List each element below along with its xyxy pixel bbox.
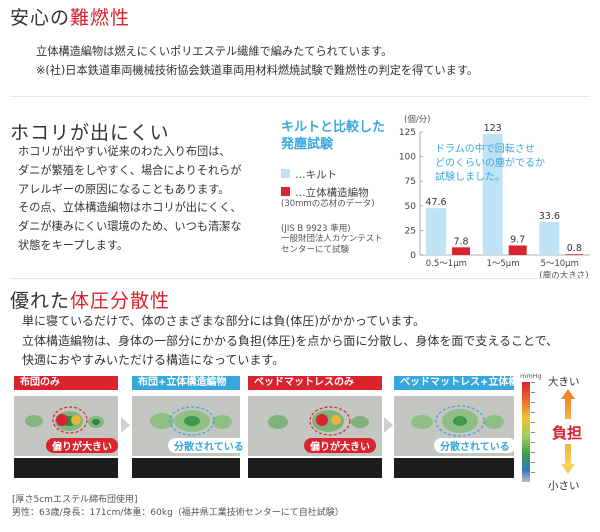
pressure-color-scale bbox=[522, 382, 530, 482]
chart-unit-label: (個/分) bbox=[404, 114, 431, 125]
pressure-title-a: 優れた bbox=[10, 290, 71, 312]
x-category-label: 5～10μm bbox=[540, 259, 578, 269]
pressure-map-mattress-only: 偏りが大きい bbox=[248, 396, 382, 456]
bar-quilt bbox=[539, 221, 560, 255]
bar-structure bbox=[452, 247, 470, 255]
test-note-line-1: [厚さ5cmエステル綿布団使用] bbox=[12, 495, 138, 505]
arrow-2 bbox=[384, 417, 393, 433]
pressure-map-mattress-structure: 分散されている bbox=[394, 396, 516, 456]
section-flame-title-a: 安心の bbox=[10, 7, 71, 29]
section-flame-title-b: 難燃性 bbox=[70, 7, 131, 29]
legend-structure-swatch bbox=[281, 187, 290, 196]
arrow-up-shaft bbox=[565, 399, 571, 419]
bar-structure bbox=[508, 245, 527, 255]
arrow-1 bbox=[121, 417, 130, 433]
scale-low-label: 小さい bbox=[548, 480, 580, 492]
org-line-1: 一般財団法人カケンテスト bbox=[281, 234, 383, 244]
x-category-label: 1～5μm bbox=[486, 259, 519, 269]
section-pressure-title: 優れた体圧分散性 bbox=[10, 286, 170, 313]
annotation-line-1: ドラムの中で回転させ bbox=[435, 142, 535, 155]
y-tick-label: 25 bbox=[405, 226, 416, 236]
section-pressure-body: 単に寝ているだけで、体のさまざまな部分には負(体圧)がかかっています。 立体構造… bbox=[22, 312, 558, 371]
section-flame-body: 立体構造編物は燃えにくいポリエステル繊維で編みたてられています。 ※(社)日本鉄… bbox=[36, 43, 478, 80]
dust-line-1: ホコリが出やすい従来のわた入り布団は、 bbox=[18, 145, 231, 158]
tag-futon-structure: 分散されている bbox=[168, 438, 250, 453]
dust-line-5: ダニが棲みにくい環境のため、いつも清潔な bbox=[18, 220, 242, 234]
banner-futon-structure: 布団+立体構造編物 bbox=[132, 376, 240, 390]
tag-mattress-only: 偏りが大きい bbox=[304, 438, 376, 453]
legend-quilt-label: …キルト bbox=[295, 169, 338, 181]
bar-quilt bbox=[426, 208, 446, 255]
x-category-label: 0.5～1μm bbox=[426, 259, 467, 269]
chart-xlabel: (塵の大きさ) bbox=[539, 270, 588, 281]
chart-title-line-1: キルトと比較した bbox=[281, 120, 386, 135]
profile-strip-2 bbox=[132, 458, 240, 478]
section-dust-body: ホコリが出やすい従来のわた入り布団は、 ダニが繁殖をしやすく、場合によりそれらが… bbox=[18, 143, 242, 256]
scale-unit: mmHg bbox=[520, 372, 542, 380]
test-note: [厚さ5cmエステル綿布団使用] 男性：63歳/身長：171cm/体重：60kg… bbox=[12, 494, 344, 520]
bar-quilt bbox=[482, 133, 503, 255]
divider-1 bbox=[10, 96, 590, 97]
org-note: 一般財団法人カケンテスト センターにて試験 bbox=[281, 234, 383, 256]
standard-note: (JIS B 9923 準用) bbox=[281, 224, 351, 234]
dust-line-2: ダニが繁殖をしやすく、場合によりそれらが bbox=[18, 163, 242, 177]
flame-line-1: 立体構造編物は燃えにくいポリエステル繊維で編みたてられています。 bbox=[36, 45, 393, 58]
y-tick-label: 50 bbox=[405, 202, 417, 212]
legend-quilt: …キルト bbox=[281, 163, 337, 182]
bar-value-label: 0.8 bbox=[567, 243, 582, 254]
test-note-line-2: 男性：63歳/身長：171cm/体重：60kg（福井県工業技術センターにて自社試… bbox=[12, 508, 344, 518]
legend-note: (30mmの芯材のデータ) bbox=[281, 199, 375, 209]
pressure-line-1: 単に寝ているだけで、体のさまざまな部分には負(体圧)がかかっています。 bbox=[22, 314, 426, 328]
bar-structure bbox=[565, 254, 584, 255]
bar-value-label: 33.6 bbox=[539, 211, 560, 222]
legend-structure-label: …立体構造編物 bbox=[295, 187, 369, 199]
chart-title: キルトと比較した 発塵試験 bbox=[281, 119, 385, 153]
banner-mattress-structure: ベッドマットレス+立体構造編物 bbox=[394, 376, 548, 390]
pressure-title-b: 体圧分散性 bbox=[70, 290, 171, 312]
bar-value-label: 47.6 bbox=[425, 197, 446, 208]
bar-value-label: 7.8 bbox=[453, 236, 468, 247]
bar-value-label: 9.7 bbox=[510, 234, 525, 245]
dust-line-3: アレルギーの原因になることもあります。 bbox=[18, 182, 230, 196]
pressure-map-futon-only: 偏りが大きい bbox=[14, 396, 118, 456]
banner-mattress-only: ベッドマットレスのみ bbox=[248, 376, 382, 390]
section-flame-title: 安心の難燃性 bbox=[10, 3, 130, 30]
chart-annotation: ドラムの中で回転させ どのくらいの塵がでるか 試験しました。 bbox=[435, 142, 545, 183]
y-tick-label: 100 bbox=[399, 153, 416, 163]
scale-ticks bbox=[531, 382, 535, 482]
arrow-up-icon bbox=[561, 389, 575, 399]
profile-strip-4 bbox=[394, 458, 514, 478]
section-dust-title: ホコリが出にくい bbox=[10, 122, 170, 144]
scale-mid-label: 負担 bbox=[552, 424, 583, 442]
bar-value-label: 123 bbox=[484, 123, 502, 134]
pressure-line-3: 快適におやすみいただける構造になっています。 bbox=[22, 353, 285, 367]
arrow-down-icon bbox=[561, 464, 575, 474]
legend-quilt-swatch bbox=[281, 169, 290, 178]
scale-high-label: 大きい bbox=[548, 376, 580, 388]
pressure-line-2: 立体構造編物は、身体の一部分にかかる負担(体圧)を点から面に分散し、身体を面で支… bbox=[22, 333, 559, 348]
y-tick-label: 0 bbox=[410, 251, 416, 261]
annotation-line-3: 試験しました。 bbox=[435, 170, 505, 183]
tag-futon-only: 偏りが大きい bbox=[46, 438, 118, 453]
dust-line-4: その点、立体構造編物はホコリが出にくく、 bbox=[18, 201, 242, 215]
banner-futon-only: 布団のみ bbox=[14, 376, 118, 390]
tag-mattress-structure: 分散されている bbox=[434, 438, 516, 453]
dust-line-6: 状態をキープします。 bbox=[18, 238, 129, 252]
profile-strip-3 bbox=[248, 458, 382, 478]
flame-line-2: ※(社)日本鉄道車両機械技術協会鉄道車両用材料燃焼試験で難燃性の判定を得ています… bbox=[36, 63, 479, 77]
divider-2 bbox=[10, 278, 590, 279]
y-tick-label: 125 bbox=[399, 128, 416, 138]
profile-strip-1 bbox=[14, 458, 118, 478]
chart-title-line-2: 発塵試験 bbox=[281, 137, 334, 152]
org-line-2: センターにて試験 bbox=[281, 245, 350, 255]
pressure-map-futon-structure: 分散されている bbox=[132, 396, 250, 456]
annotation-line-2: どのくらいの塵がでるか bbox=[435, 156, 545, 169]
y-tick-label: 75 bbox=[405, 177, 416, 187]
legend-structure: …立体構造編物 bbox=[281, 181, 369, 200]
dust-chart: (個/分) 0 25 50 75 100 125 47.6 7.8 123 9.7 33.6 0.8… bbox=[399, 114, 590, 281]
arrow-down-shaft bbox=[565, 444, 571, 464]
